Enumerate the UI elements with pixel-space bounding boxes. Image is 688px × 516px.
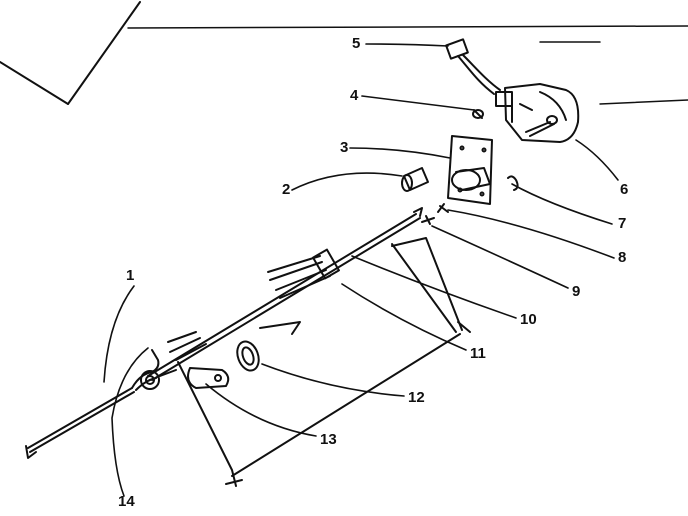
- callout-13: 13: [320, 431, 337, 448]
- spit-fork-upper: [267, 248, 340, 299]
- callout-14: 14: [118, 493, 135, 510]
- callout-11: 11: [470, 345, 486, 362]
- callout-2: 2: [282, 181, 290, 198]
- spit-ring: [236, 340, 260, 372]
- fastener-9: [421, 215, 435, 225]
- support-frame: [391, 237, 471, 333]
- callout-4: 4: [350, 87, 359, 104]
- callout-6: 6: [620, 181, 628, 198]
- spit-fork-lower: [167, 321, 301, 361]
- callout-12: 12: [408, 389, 425, 406]
- power-cord-plug: [445, 38, 501, 95]
- callout-7: 7: [618, 215, 626, 232]
- spit-rod: [25, 207, 423, 459]
- clip: [507, 175, 519, 191]
- crank-handle: [131, 349, 177, 391]
- mounting-bracket: [447, 135, 493, 205]
- handle-grip: [187, 367, 230, 389]
- background-edge-lines: [0, 1, 688, 105]
- callout-labels: 1 2 3 4 5 6 7 8 9 10 11 12 13 14: [118, 35, 628, 510]
- base-frame: [177, 333, 461, 487]
- callout-3: 3: [340, 139, 348, 156]
- bushing: [401, 167, 429, 192]
- motor-screw: [472, 109, 484, 119]
- callout-1: 1: [126, 267, 134, 284]
- leader-lines: [103, 43, 619, 497]
- callout-10: 10: [520, 311, 537, 328]
- fastener-8: [437, 203, 449, 213]
- callout-5: 5: [352, 35, 360, 52]
- rotisserie-motor: [495, 83, 580, 143]
- callout-8: 8: [618, 249, 626, 266]
- callout-9: 9: [572, 283, 580, 300]
